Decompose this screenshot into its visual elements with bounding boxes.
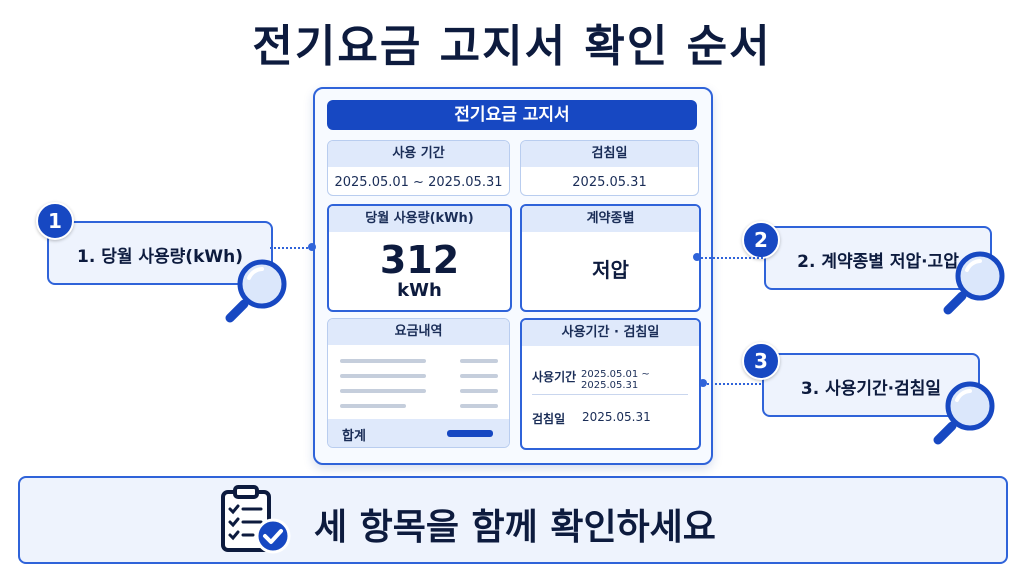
period-reading-cell: 사용기간 · 검침일 사용기간 2025.05.01 ~ 2025.05.31 … bbox=[520, 318, 701, 450]
contract-type-cell: 계약종별 저압 bbox=[520, 204, 701, 312]
callout-period-reading: 3. 사용기간·검침일 bbox=[762, 353, 980, 417]
fee-details-cell: 요금내역 합계 bbox=[327, 318, 510, 448]
fee-total-label: 합계 bbox=[342, 429, 366, 444]
callout-3-text: 3. 사용기간·검침일 bbox=[800, 379, 942, 399]
connector-2-dot bbox=[693, 253, 701, 261]
reading-date-cell: 검침일 2025.05.31 bbox=[520, 140, 699, 196]
fee-line bbox=[340, 374, 426, 378]
usage-period-cell: 사용 기간 2025.05.01 ~ 2025.05.31 bbox=[327, 140, 510, 196]
fee-line bbox=[340, 359, 426, 363]
fee-line bbox=[460, 404, 498, 408]
connector-3-dot bbox=[699, 379, 707, 387]
fee-details-label: 요금내역 bbox=[328, 319, 509, 345]
period-reading-label: 사용기간 · 검침일 bbox=[522, 320, 699, 346]
monthly-usage-cell: 당월 사용량(kWh) 312 kWh bbox=[327, 204, 512, 312]
step-1-badge: 1 bbox=[36, 202, 74, 240]
contract-type-value: 저압 bbox=[592, 258, 629, 282]
magnifier-icon bbox=[943, 251, 1005, 315]
bottom-banner: 세 항목을 함께 확인하세요 bbox=[18, 476, 1008, 564]
fee-line bbox=[460, 374, 498, 378]
period-row-label: 사용기간 bbox=[532, 370, 577, 384]
page-title: 전기요금 고지서 확인 순서 bbox=[252, 21, 772, 72]
clipboard-check-icon bbox=[221, 485, 291, 554]
fee-total-row: 합계 bbox=[328, 419, 509, 447]
connector-2 bbox=[697, 257, 763, 259]
row-divider bbox=[532, 394, 688, 395]
fee-total-bar bbox=[447, 430, 493, 437]
callout-2-text: 2. 계약종별 저압·고압 bbox=[797, 252, 959, 272]
reading-date-label: 검침일 bbox=[521, 141, 698, 167]
connector-1 bbox=[270, 247, 312, 249]
callout-monthly-usage: 1. 당월 사용량(kWh) bbox=[47, 221, 273, 285]
connector-1-dot bbox=[308, 243, 316, 251]
monthly-usage-label: 당월 사용량(kWh) bbox=[329, 206, 510, 232]
callout-1-text: 1. 당월 사용량(kWh) bbox=[76, 247, 244, 267]
connector-3 bbox=[703, 383, 761, 385]
fee-line bbox=[340, 389, 426, 393]
reading-row-value: 2025.05.31 bbox=[582, 410, 651, 424]
fee-line bbox=[460, 359, 498, 363]
banner-text: 세 항목을 함께 확인하세요 bbox=[314, 507, 716, 548]
usage-period-value: 2025.05.01 ~ 2025.05.31 bbox=[334, 175, 503, 190]
magnifier-icon bbox=[933, 381, 995, 445]
magnifier-icon bbox=[225, 259, 287, 323]
bill-card: 전기요금 고지서 사용 기간 2025.05.01 ~ 2025.05.31 검… bbox=[313, 87, 713, 465]
fee-line bbox=[460, 389, 498, 393]
step-3-badge: 3 bbox=[742, 342, 780, 380]
contract-type-label: 계약종별 bbox=[522, 206, 699, 232]
fee-line bbox=[340, 404, 406, 408]
period-row-value: 2025.05.01 ~ 2025.05.31 bbox=[581, 369, 650, 391]
monthly-usage-unit: kWh bbox=[397, 280, 442, 301]
monthly-usage-value: 312 bbox=[379, 238, 460, 282]
usage-period-label: 사용 기간 bbox=[328, 141, 509, 167]
step-2-badge: 2 bbox=[742, 221, 780, 259]
reading-row-label: 검침일 bbox=[532, 412, 566, 426]
reading-date-value: 2025.05.31 bbox=[572, 175, 647, 190]
bill-header: 전기요금 고지서 bbox=[327, 100, 697, 130]
